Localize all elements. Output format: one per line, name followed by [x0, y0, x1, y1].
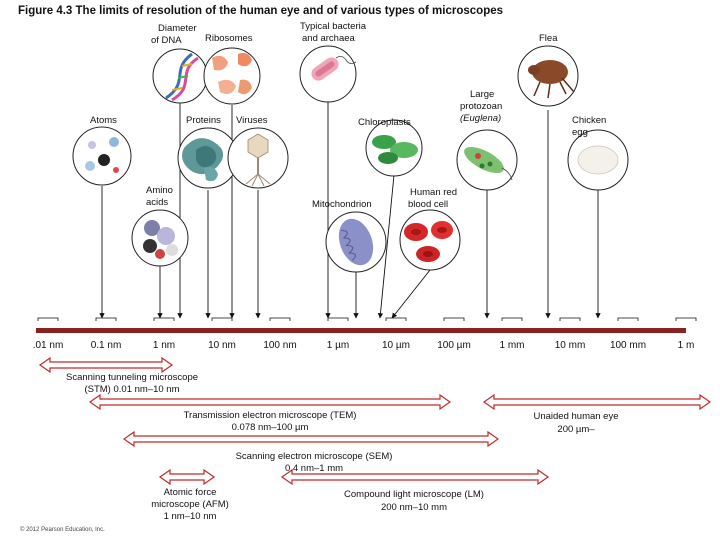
- scale-tick: [327, 317, 349, 321]
- scale-tick: [501, 317, 523, 321]
- label-eye-1: Unaided human eye: [533, 411, 618, 422]
- microscope-labels: Scanning tunneling microscope (STM) 0.01…: [66, 372, 619, 522]
- afm-range-arrow: [158, 468, 216, 486]
- label-proteins: Proteins: [186, 115, 221, 126]
- scale-tick: [269, 317, 291, 321]
- label-mitochondrion: Mitochondrion: [312, 199, 372, 210]
- label-lm-1: Compound light microscope (LM): [344, 489, 484, 500]
- scale-tick-label: 1 µm: [327, 340, 349, 351]
- scale-tick-label: 10 µm: [382, 340, 410, 351]
- label-sem-1: Scanning electron microscope (SEM): [236, 451, 393, 462]
- label-tem-2: 0.078 nm–100 µm: [232, 422, 309, 433]
- sem-range-arrow: [122, 430, 500, 448]
- scale-tick-label: 100 nm: [263, 340, 296, 351]
- label-protozoan-2: protozoan: [460, 101, 502, 112]
- scale-tick-label: 1 m: [678, 340, 695, 351]
- label-eye-2: 200 µm–: [557, 424, 595, 435]
- label-chloroplasts: Chloroplasts: [358, 117, 411, 128]
- label-rbc-2: blood cell: [408, 199, 448, 210]
- scale-tick: [37, 317, 59, 321]
- dna-illustration: [152, 48, 208, 104]
- scale-tick: [675, 317, 697, 321]
- scale-bar: .01 nm 0.1 nm 1 nm 10 nm 100 nm 1 µm 10 µm 100 …: [33, 317, 697, 351]
- stm-range-arrow: [38, 356, 174, 374]
- label-amino-acids-1: Amino: [146, 185, 173, 196]
- scale-tick: [95, 317, 117, 321]
- bacteria-illustration: [299, 45, 357, 103]
- label-egg-1: Chicken: [572, 115, 606, 126]
- atoms-illustration: [72, 126, 132, 186]
- scale-tick: [559, 317, 581, 321]
- scale-tick: [617, 317, 639, 321]
- lm-range-arrow: [280, 468, 550, 486]
- label-lm-2: 200 nm–10 mm: [381, 502, 447, 513]
- label-stm-2: (STM) 0.01 nm–10 nm: [84, 384, 179, 395]
- microscope-ranges: [38, 356, 712, 486]
- eye-range-arrow: [482, 393, 712, 411]
- chloroplasts-illustration: [365, 119, 423, 177]
- scale-tick: [153, 317, 175, 321]
- tem-range-arrow: [88, 393, 452, 411]
- label-sem-2: 0.4 nm–1 mm: [285, 463, 343, 474]
- scale-tick-label: 0.1 nm: [91, 340, 122, 351]
- label-atoms: Atoms: [90, 115, 117, 126]
- ribosomes-illustration: [203, 47, 261, 105]
- scale-tick-label: 10 nm: [208, 340, 236, 351]
- label-flea: Flea: [539, 33, 558, 44]
- figure-title: Figure 4.3 The limits of resolution of t…: [18, 5, 503, 17]
- scale-tick-label: 100 µm: [437, 340, 471, 351]
- label-egg-2: egg: [572, 127, 588, 138]
- protozoan-illustration: [456, 129, 518, 191]
- pointer-lines: [99, 100, 601, 319]
- scale-tick-label: 1 mm: [500, 340, 525, 351]
- label-afm-1: Atomic force: [164, 487, 217, 498]
- label-protozoan-1: Large: [470, 89, 494, 100]
- label-afm-2: microscope (AFM): [151, 499, 229, 510]
- scale-tick: [443, 317, 465, 321]
- mitochondrion-illustration: [325, 211, 387, 273]
- amino-acids-illustration: [131, 209, 189, 267]
- egg-illustration: [567, 129, 629, 191]
- scale-tick: [385, 317, 407, 321]
- scale-tick-label: 10 mm: [555, 340, 586, 351]
- flea-illustration: [517, 45, 579, 107]
- scale-tick-label: 100 mm: [610, 340, 646, 351]
- label-ribosomes: Ribosomes: [205, 33, 253, 44]
- label-dna-1: Diameter: [158, 23, 197, 34]
- label-protozoan-3: (Euglena): [460, 113, 501, 124]
- scale-tick: [211, 317, 233, 321]
- label-viruses: Viruses: [236, 115, 268, 126]
- viruses-illustration: [227, 127, 289, 189]
- scale-tick-label: 1 nm: [153, 340, 175, 351]
- label-bacteria-2: and archaea: [302, 33, 356, 44]
- label-rbc-1: Human red: [410, 187, 457, 198]
- copyright-note: © 2012 Pearson Education, Inc.: [20, 526, 105, 533]
- label-tem-1: Transmission electron microscope (TEM): [184, 410, 357, 421]
- label-stm-1: Scanning tunneling microscope: [66, 372, 198, 383]
- label-amino-acids-2: acids: [146, 197, 168, 208]
- label-bacteria-1: Typical bacteria: [300, 21, 367, 32]
- label-dna-2: of DNA: [151, 35, 182, 46]
- scale-tick-label: .01 nm: [33, 340, 64, 351]
- rbc-illustration: [399, 209, 461, 271]
- object-labels: Atoms Amino acids Proteins Viruses Diame…: [90, 21, 606, 210]
- label-afm-3: 1 nm–10 nm: [164, 511, 217, 522]
